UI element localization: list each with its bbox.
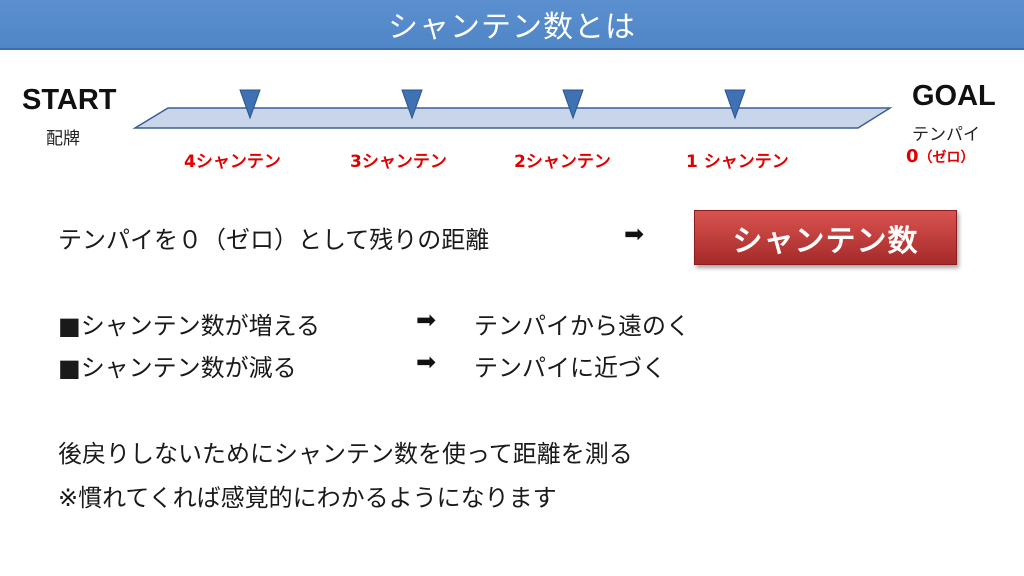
note-line-2: ※慣れてくれば感覚的にわかるようになります (58, 484, 557, 512)
bullet-square-icon: ■ (58, 354, 81, 382)
step-marker-1 (724, 89, 746, 120)
rule-increase-right: テンパイから遠のく (474, 312, 690, 340)
step-marker-2 (562, 89, 584, 120)
page-title: シャンテン数とは (388, 10, 636, 45)
shanten-badge: シャンテン数 (694, 210, 957, 265)
rule-decrease-left: ■シャンテン数が減る (58, 348, 297, 383)
rule-increase-label: シャンテン数が増える (80, 312, 320, 340)
goal-zero-number: 0 (906, 146, 919, 167)
goal-sublabel: テンパイ (912, 125, 980, 145)
progress-track (132, 89, 893, 129)
rule-decrease-arrow-icon: ➡ (416, 348, 437, 376)
step-marker-4 (239, 89, 261, 120)
title-bar: シャンテン数とは (0, 0, 1024, 50)
goal-zero-paren: （ゼロ） (918, 150, 975, 166)
step-label-2: 2シャンテン (514, 152, 611, 172)
step-marker-3 (401, 89, 423, 120)
goal-label: GOAL (912, 80, 996, 112)
note-line-1: 後戻りしないためにシャンテン数を使って距離を測る (58, 440, 633, 468)
rule-increase-arrow-icon: ➡ (416, 306, 437, 334)
goal-zero-label: 0（ゼロ） (906, 146, 975, 167)
bullet-square-icon: ■ (58, 312, 81, 340)
rule-decrease-right: テンパイに近づく (474, 354, 666, 382)
definition-arrow-icon: ➡ (624, 220, 645, 248)
badge-label: シャンテン数 (732, 223, 919, 259)
step-label-1: 1 シャンテン (686, 152, 789, 172)
definition-text: テンパイを０（ゼロ）として残りの距離 (58, 226, 490, 254)
step-label-4: 4シャンテン (184, 152, 281, 172)
rule-decrease-label: シャンテン数が減る (80, 354, 297, 382)
start-sublabel: 配牌 (46, 129, 80, 149)
start-label: START (22, 84, 117, 116)
rule-increase-left: ■シャンテン数が増える (58, 306, 320, 341)
step-label-3: 3シャンテン (350, 152, 447, 172)
track-bar (132, 107, 893, 129)
